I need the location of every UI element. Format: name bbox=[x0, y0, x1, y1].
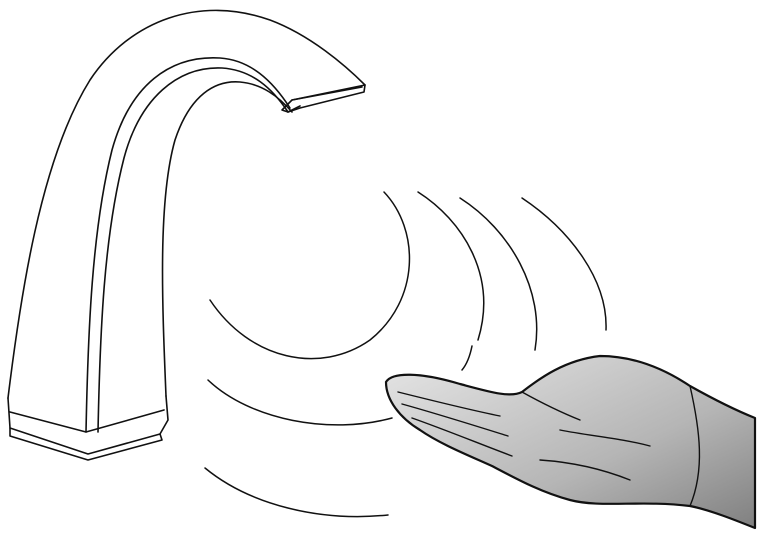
faucet-front-edge bbox=[86, 58, 290, 432]
wave-arc bbox=[205, 468, 388, 517]
faucet-inner-line bbox=[98, 68, 288, 432]
wave-arc bbox=[522, 198, 606, 330]
wave-arc bbox=[208, 380, 392, 425]
wave-arc bbox=[462, 346, 472, 370]
faucet-icon bbox=[8, 10, 365, 460]
faucet-outer-curve bbox=[8, 10, 365, 398]
wave-arc bbox=[418, 192, 484, 340]
open-hand-icon bbox=[386, 356, 755, 528]
wave-arc bbox=[210, 192, 409, 359]
faucet-base-rim bbox=[10, 428, 162, 460]
faucet-spout-line bbox=[292, 87, 362, 100]
faucet-inner-curve bbox=[163, 82, 292, 396]
wave-arc bbox=[460, 198, 537, 350]
